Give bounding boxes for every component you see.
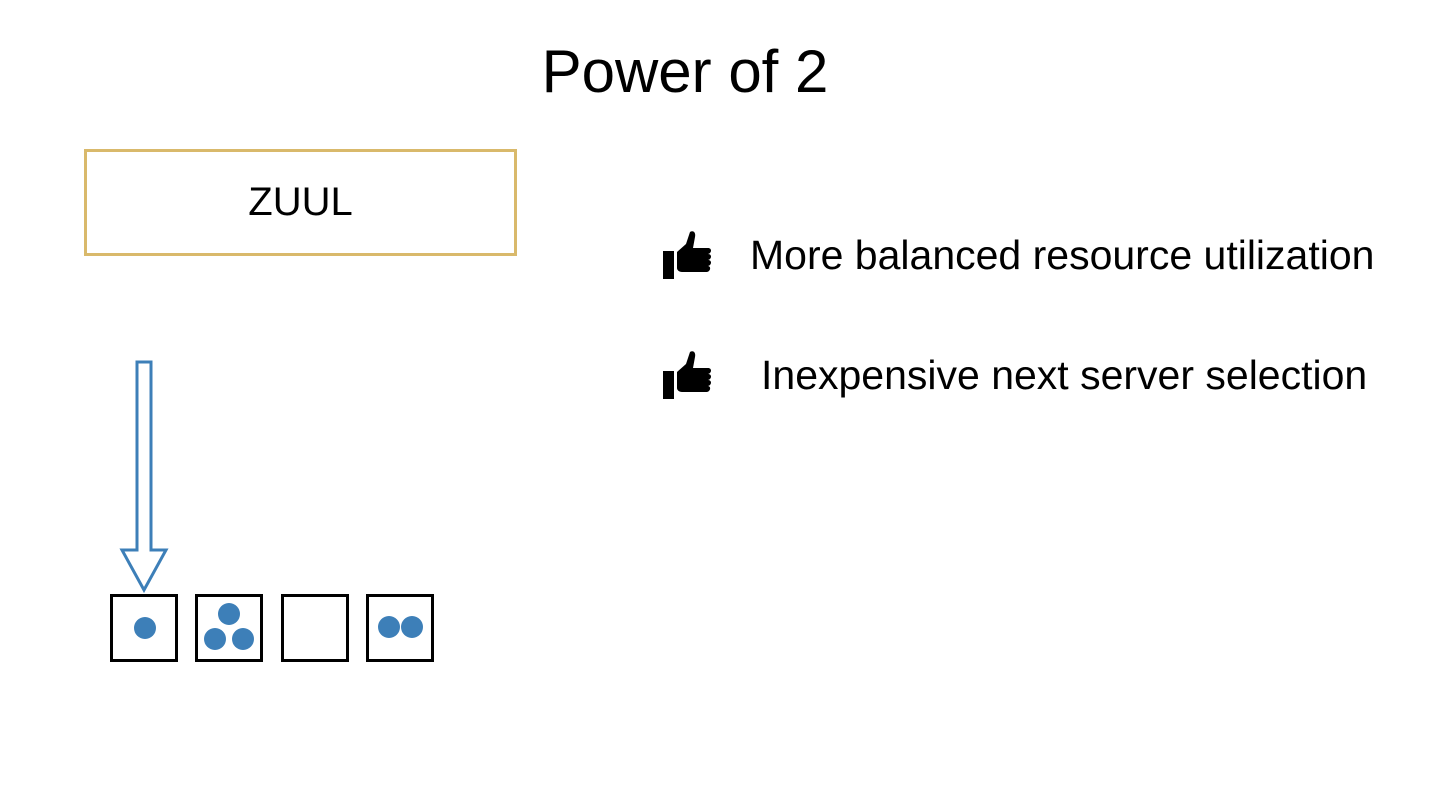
benefit-item: Inexpensive next server selection xyxy=(662,345,1367,405)
zuul-label: ZUUL xyxy=(248,180,353,224)
thumbs-up-icon xyxy=(663,231,711,279)
zuul-box: ZUUL xyxy=(84,149,517,256)
server-box-2 xyxy=(195,594,263,662)
benefit-text: More balanced resource utilization xyxy=(750,231,1375,278)
connection-dot xyxy=(204,628,226,650)
connection-dot xyxy=(218,603,240,625)
server-box-3 xyxy=(281,594,349,662)
page-title: Power of 2 xyxy=(541,38,829,105)
connection-dot xyxy=(378,616,400,638)
thumbs-up-icon xyxy=(663,351,711,399)
benefit-text: Inexpensive next server selection xyxy=(761,351,1368,398)
server-box-1 xyxy=(110,594,178,662)
connection-dot xyxy=(134,617,156,639)
down-arrow-icon xyxy=(119,360,169,594)
connection-dot xyxy=(401,616,423,638)
connection-dot xyxy=(232,628,254,650)
benefit-item: More balanced resource utilization xyxy=(662,225,1374,285)
server-box-4 xyxy=(366,594,434,662)
